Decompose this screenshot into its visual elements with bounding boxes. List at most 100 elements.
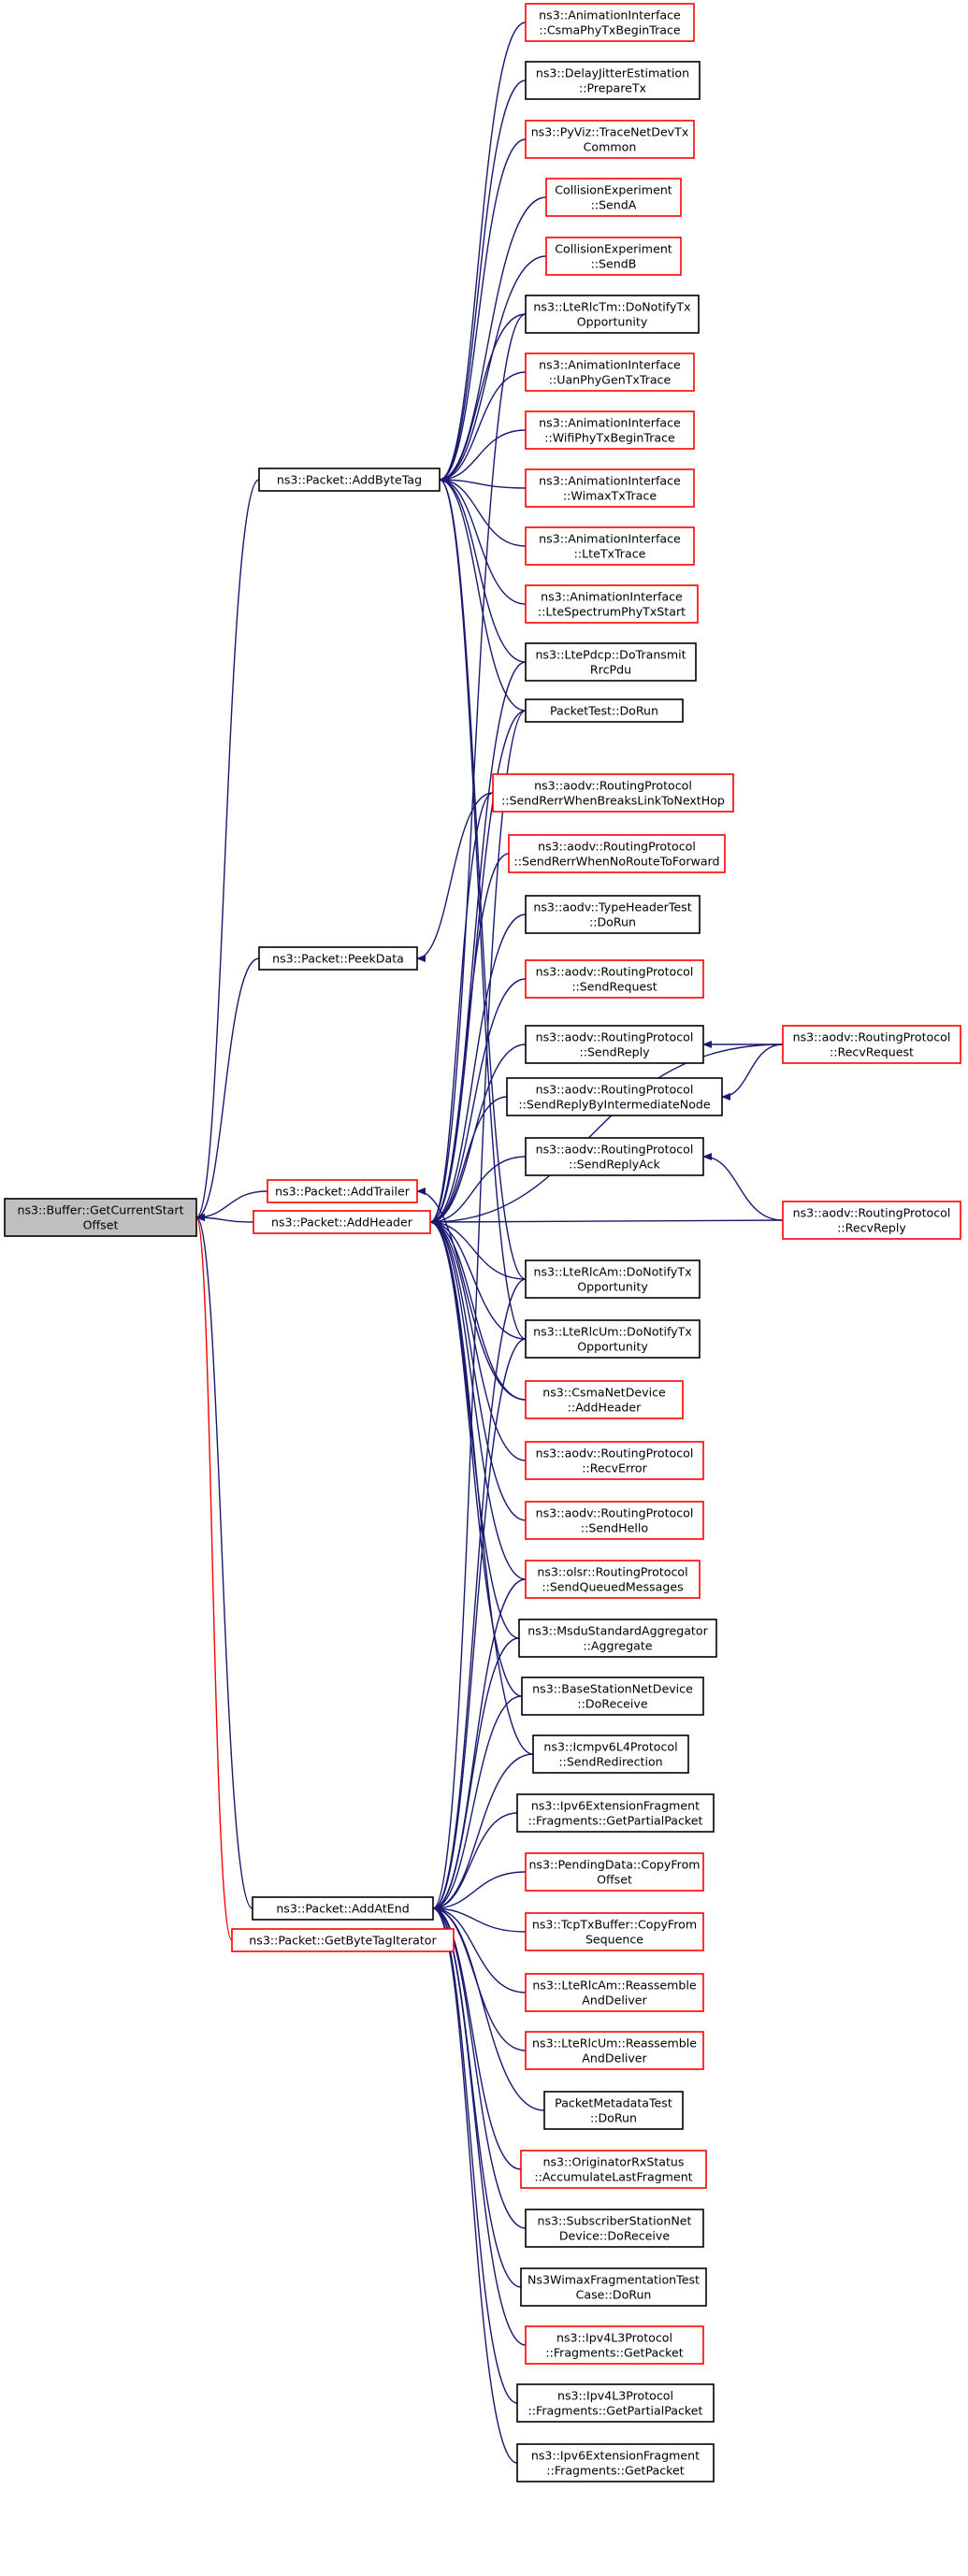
node-sendb[interactable]: CollisionExperiment::SendB <box>545 237 682 276</box>
node-recvrequest[interactable]: ns3::aodv::RoutingProtocol::RecvRequest <box>782 1025 961 1064</box>
edge-tcptxbuffer-to-addatend <box>432 1905 527 1933</box>
node-label-line: ::SendA <box>591 198 637 212</box>
node-sendrerrnoroute[interactable]: ns3::aodv::RoutingProtocol::SendRerrWhen… <box>508 834 726 873</box>
node-sendreply[interactable]: ns3::aodv::RoutingProtocol::SendReply <box>525 1025 704 1064</box>
node-label-line: ::AccumulateLastFragment <box>534 2170 692 2184</box>
edge-getbytetagiter-to-root <box>195 1216 233 1941</box>
node-delayjitter[interactable]: ns3::DelayJitterEstimation::PrepareTx <box>525 61 701 100</box>
node-recvreply[interactable]: ns3::aodv::RoutingProtocol::RecvReply <box>782 1201 961 1240</box>
edge-icmpv6redirect-to-addheader <box>429 1218 534 1755</box>
node-typeheadertest[interactable]: ns3::aodv::TypeHeaderTest::DoRun <box>525 895 701 934</box>
node-label-line: ns3::PendingData::CopyFrom <box>528 1858 700 1872</box>
node-ipv4getpacket[interactable]: ns3::Ipv4L3Protocol::Fragments::GetPacke… <box>525 2325 704 2365</box>
node-box <box>525 3 695 42</box>
node-csmaaddheader[interactable]: ns3::CsmaNetDevice::AddHeader <box>525 1380 684 1419</box>
node-olsrqueued[interactable]: ns3::olsr::RoutingProtocol::SendQueuedMe… <box>525 1560 701 1599</box>
node-icmpv6redirect[interactable]: ns3::Icmpv6L4Protocol::SendRedirection <box>532 1734 689 1774</box>
node-label-line: ns3::LtePdcp::DoTransmit <box>535 648 686 662</box>
node-box <box>525 698 684 723</box>
edge-addatend-to-root <box>195 1214 253 1909</box>
node-label-line: Opportunity <box>577 1340 648 1354</box>
node-label-line: ns3::aodv::RoutingProtocol <box>536 1143 694 1157</box>
node-box <box>231 1928 455 1952</box>
edge-peekdata-to-root <box>195 957 260 1221</box>
node-label-line: ns3::olsr::RoutingProtocol <box>537 1565 687 1579</box>
node-metadatatest[interactable]: PacketMetadataTest::DoRun <box>543 2091 684 2130</box>
edge-addbytetag-to-root <box>195 479 260 1221</box>
edge-msduaggregate-to-addheader <box>429 1218 520 1639</box>
node-sendreplyack[interactable]: ns3::aodv::RoutingProtocol::SendReplyAck <box>525 1137 704 1176</box>
node-label-line: Offset <box>597 1873 632 1887</box>
node-addtrailer[interactable]: ns3::Packet::AddTrailer <box>267 1179 418 1203</box>
node-sendrequest[interactable]: ns3::aodv::RoutingProtocol::SendRequest <box>525 959 704 999</box>
node-addbytetag[interactable]: ns3::Packet::AddByteTag <box>258 468 441 492</box>
node-box <box>525 526 695 566</box>
node-sendreplyinter[interactable]: ns3::aodv::RoutingProtocol::SendReplyByI… <box>506 1077 723 1116</box>
node-label-line: ns3::TcpTxBuffer::CopyFrom <box>532 1918 697 1932</box>
node-label-line: ns3::aodv::TypeHeaderTest <box>533 900 691 914</box>
node-box <box>525 2209 704 2248</box>
node-sendhello[interactable]: ns3::aodv::RoutingProtocol::SendHello <box>525 1501 704 1540</box>
node-wifiphy[interactable]: ns3::AnimationInterface::WifiPhyTxBeginT… <box>525 410 695 450</box>
node-label-line: ::SendReplyByIntermediateNode <box>518 1098 711 1112</box>
node-csmaphytx[interactable]: ns3::AnimationInterface::CsmaPhyTxBeginT… <box>525 3 695 42</box>
node-box <box>545 178 682 217</box>
node-recverror[interactable]: ns3::aodv::RoutingProtocol::RecvError <box>525 1441 704 1480</box>
node-label-line: ns3::CsmaNetDevice <box>542 1386 666 1400</box>
node-box <box>525 410 695 450</box>
node-label-line: AndDeliver <box>582 2051 647 2065</box>
edge-lterlcam-to-addheader <box>429 1218 527 1280</box>
node-ipv6getpacket[interactable]: ns3::Ipv6ExtensionFragment::Fragments::G… <box>516 2443 715 2482</box>
node-ltespectrum[interactable]: ns3::AnimationInterface::LteSpectrumPhyT… <box>525 584 699 624</box>
node-box <box>525 2031 704 2070</box>
edge-uanphy-to-addbytetag <box>439 371 527 483</box>
edge-pyviz-to-addbytetag <box>439 138 527 483</box>
edge-lterlcam-to-addatend <box>432 1278 527 1912</box>
node-addheader[interactable]: ns3::Packet::AddHeader <box>253 1210 431 1234</box>
node-ipv6fragpartial[interactable]: ns3::Ipv6ExtensionFragment::Fragments::G… <box>516 1793 715 1833</box>
node-label-line: ::PrepareTx <box>579 81 647 95</box>
node-peekdata[interactable]: ns3::Packet::PeekData <box>258 946 418 971</box>
node-getbytetagiter[interactable]: ns3::Packet::GetByteTagIterator <box>231 1928 455 1952</box>
node-originatorrx[interactable]: ns3::OriginatorRxStatus::AccumulateLastF… <box>520 2150 707 2189</box>
node-box <box>258 946 418 971</box>
node-ssdoreceive[interactable]: ns3::SubscriberStationNetDevice::DoRecei… <box>525 2209 704 2248</box>
node-label-line: ns3::aodv::RoutingProtocol <box>536 1030 694 1044</box>
node-ltetx[interactable]: ns3::AnimationInterface::LteTxTrace <box>525 526 695 566</box>
node-box <box>782 1201 961 1240</box>
node-packettest[interactable]: PacketTest::DoRun <box>525 698 684 723</box>
node-label-line: Offset <box>83 1218 119 1232</box>
node-ipv4partial[interactable]: ns3::Ipv4L3Protocol::Fragments::GetParti… <box>516 2383 715 2423</box>
node-bsdoreceive[interactable]: ns3::BaseStationNetDevice::DoReceive <box>521 1677 704 1716</box>
edge-addheader-to-root <box>195 1214 254 1223</box>
node-senda[interactable]: CollisionExperiment::SendA <box>545 178 682 217</box>
node-label-line: Common <box>584 140 637 154</box>
node-wimaxtx[interactable]: ns3::AnimationInterface::WimaxTxTrace <box>525 468 695 508</box>
node-box <box>252 1896 434 1921</box>
edge-msduaggregate-to-addatend <box>432 1637 520 1912</box>
edge-sendhello-to-addheader <box>429 1218 527 1521</box>
node-box <box>545 237 682 276</box>
node-label-line: ns3::AnimationInterface <box>539 8 681 22</box>
edge-sendreplyinter-to-addheader <box>429 1096 508 1226</box>
node-label-line: AndDeliver <box>582 1993 647 2008</box>
node-msduaggregate[interactable]: ns3::MsduStandardAggregator::Aggregate <box>518 1619 717 1658</box>
node-box <box>258 468 441 492</box>
node-sendrerrbreaks[interactable]: ns3::aodv::RoutingProtocol::SendRerrWhen… <box>492 773 734 813</box>
node-label-line: ns3::DelayJitterEstimation <box>536 66 689 80</box>
node-uanphy[interactable]: ns3::AnimationInterface::UanPhyGenTxTrac… <box>525 353 695 392</box>
node-addatend[interactable]: ns3::Packet::AddAtEnd <box>252 1896 434 1921</box>
node-label-line: Ns3WimaxFragmentationTest <box>527 2273 700 2287</box>
node-box <box>525 1137 704 1176</box>
